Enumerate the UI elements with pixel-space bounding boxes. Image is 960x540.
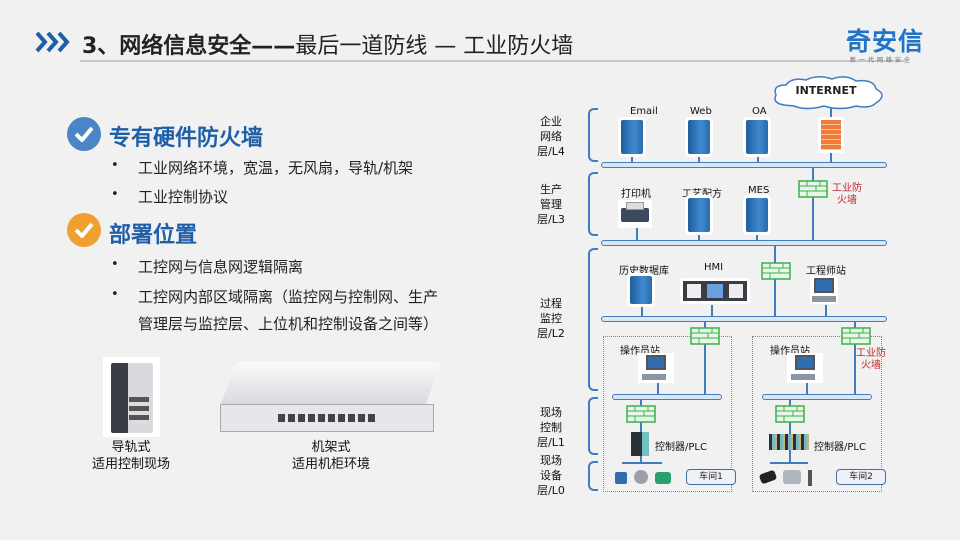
rack-firewall-image: [218, 362, 442, 434]
layer-label-l1: 现场控制层/L1: [537, 406, 565, 449]
layer-bracket: [588, 108, 598, 162]
layer-label-l0: 现场设备层/L0: [537, 454, 565, 497]
industrial-firewall-label: 工业防火墙: [856, 348, 886, 371]
workshop-2-badge: 车间2: [836, 469, 886, 485]
operator-pc-icon: [638, 353, 674, 383]
check-icon: [67, 117, 101, 151]
industrial-firewall-icon: [626, 405, 666, 427]
din-rail-firewall-image: [103, 357, 160, 437]
header-divider: [80, 60, 905, 62]
web-label: Web: [690, 106, 712, 117]
bullet-text: 管理层与监控层、上位机和控制设备之间等）: [138, 315, 439, 333]
l3-network-bus: [601, 240, 887, 246]
plc-label: 控制器/PLC: [814, 442, 866, 453]
industrial-firewall-label: 工业防火墙: [832, 183, 862, 206]
printer-icon: [618, 200, 652, 228]
page-title: 3、网络信息安全——最后一道防线 — 工业防火墙: [82, 34, 574, 59]
bullet-text: 工控网与信息网逻辑隔离: [138, 258, 304, 276]
historian-server-icon: [630, 276, 652, 304]
bullet-text: 工控网内部区域隔离（监控网与控制网、生产: [138, 288, 439, 306]
operator-station-label: 操作员站: [770, 346, 810, 357]
industrial-firewall-icon: [775, 405, 815, 427]
l4-network-bus: [601, 162, 887, 168]
layer-bracket: [588, 248, 598, 391]
engineer-station-label: 工程师站: [806, 266, 846, 277]
industrial-firewall-icon: [761, 262, 801, 284]
bullet: •: [111, 287, 119, 302]
valve-icon: [634, 470, 648, 484]
recipe-label: 工艺配方: [682, 189, 722, 200]
hmi-label: HMI: [704, 262, 724, 273]
email-server-icon: [621, 120, 643, 154]
engineer-pc-icon: [810, 276, 838, 304]
operator-pc-icon: [787, 353, 823, 383]
layer-bracket: [588, 397, 598, 455]
hmi-icon: [680, 278, 750, 304]
l2-network-bus: [601, 316, 887, 322]
brand-slogan: 新一代网络安全: [850, 57, 914, 64]
internet-firewall-icon: [821, 120, 841, 150]
section-heading: 专有硬件防火墙: [109, 126, 264, 151]
bullet-text: 工业控制协议: [138, 188, 229, 206]
l1-network-bus-1: [612, 394, 722, 400]
plc-icon: [631, 432, 649, 456]
brand-logo: 奇安信: [846, 27, 925, 56]
layer-bracket: [588, 172, 598, 236]
layer-label-l3: 生产管理层/L3: [537, 183, 565, 226]
internet-cloud-icon: INTERNET: [770, 75, 888, 111]
industrial-firewall-icon: [690, 327, 730, 349]
chevrons-icon: [34, 30, 76, 58]
industrial-firewall-icon: [841, 327, 881, 349]
web-server-icon: [688, 120, 710, 154]
bullet: •: [111, 158, 119, 173]
workshop-1-zone: [603, 336, 732, 492]
flowmeter-icon: [615, 472, 627, 484]
industrial-firewall-icon: [798, 180, 838, 202]
check-icon: [67, 213, 101, 247]
printer-label: 打印机: [621, 189, 651, 200]
mes-label: MES: [748, 185, 770, 196]
product-caption: 导轨式适用控制现场: [91, 440, 170, 472]
bullet: •: [111, 257, 119, 272]
actuator-icon: [783, 470, 801, 484]
layer-label-l4: 企业网络层/L4: [537, 115, 565, 158]
historian-label: 历史数据库: [619, 266, 669, 277]
mes-server-icon: [746, 198, 768, 232]
plc-rack-icon: [769, 434, 809, 450]
bullet-text: 工业网络环境，宽温，无风扇，导轨/机架: [138, 159, 414, 177]
layer-label-l2: 过程监控层/L2: [537, 297, 565, 340]
bullet: •: [111, 187, 119, 202]
operator-station-label: 操作员站: [620, 346, 660, 357]
email-label: Email: [630, 106, 658, 117]
section-heading: 部署位置: [109, 223, 198, 248]
workshop-2-zone: [752, 336, 882, 492]
recipe-server-icon: [688, 198, 710, 232]
pump-icon: [655, 472, 671, 484]
layer-bracket: [588, 461, 598, 491]
workshop-1-badge: 车间1: [686, 469, 736, 485]
plc-label: 控制器/PLC: [655, 442, 707, 453]
l1-network-bus-2: [762, 394, 872, 400]
oa-label: OA: [752, 106, 767, 117]
product-caption: 机架式适用机柜环境: [291, 440, 370, 472]
oa-server-icon: [746, 120, 768, 154]
sensor-icon: [808, 470, 812, 486]
